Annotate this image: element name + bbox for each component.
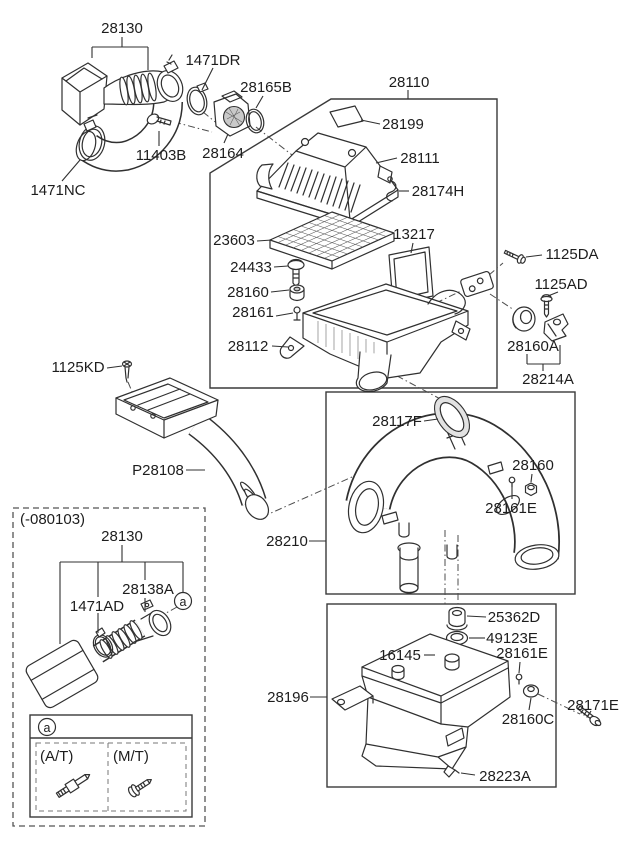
group-boxes xyxy=(12,98,576,827)
clamp-1471nc xyxy=(78,114,106,161)
bolt-24433 xyxy=(287,258,305,288)
clamp-1471dr xyxy=(186,82,209,116)
cap-25362d xyxy=(446,606,468,631)
callout-p28108: P28108 xyxy=(132,462,184,479)
grommet-28160 xyxy=(289,284,305,302)
resonator-small xyxy=(25,639,99,709)
callout-28214a: 28214A xyxy=(522,371,574,388)
bolt-1125da xyxy=(503,249,526,264)
bolt-1125ad xyxy=(540,294,553,318)
box-28210 xyxy=(325,391,576,595)
marker-a-circle xyxy=(173,591,193,611)
callout-28160c: 28160C xyxy=(502,711,555,728)
pin-28161 xyxy=(293,306,301,321)
callout-1125ad: 1125AD xyxy=(534,276,587,293)
callout-28161e-res: 28161E xyxy=(496,645,548,662)
marker-a: a xyxy=(180,595,187,609)
callout-28164: 28164 xyxy=(202,145,244,162)
callout-28210: 28210 xyxy=(266,533,308,550)
label-sticker-28199 xyxy=(329,105,364,128)
callout-23603: 23603 xyxy=(213,232,255,249)
grommet-28160c xyxy=(522,684,540,698)
callout-28160: 28160 xyxy=(227,284,269,301)
callout-25362d: 25362D xyxy=(488,609,541,626)
hook-28174h xyxy=(386,176,397,202)
callout-28130-bottom: 28130 xyxy=(101,528,143,545)
screw-1125kd xyxy=(121,360,133,383)
leader-lines xyxy=(59,37,592,776)
part-resonator-28196 xyxy=(331,606,602,778)
callout-16145: 16145 xyxy=(379,647,421,664)
callout-24433: 24433 xyxy=(230,259,272,276)
bracket-two-holes xyxy=(460,270,494,298)
callout-13217: 13217 xyxy=(393,226,435,243)
legend-bolt-mt xyxy=(127,779,152,798)
grommet-28160a xyxy=(512,306,536,332)
note-production-date: (-080103) xyxy=(20,511,85,528)
callout-1125da: 1125DA xyxy=(545,246,598,263)
callout-28117f: 28117F xyxy=(372,413,422,430)
clip-28223a xyxy=(443,765,460,778)
callout-28161e-duct: 28161E xyxy=(485,500,537,517)
callout-28160-duct: 28160 xyxy=(512,457,554,474)
callout-28110: 28110 xyxy=(389,74,430,91)
callout-28160a: 28160A xyxy=(507,338,559,355)
air-flow-sensor-28164 xyxy=(213,90,251,137)
callout-1471ad: 1471AD xyxy=(70,598,124,615)
bolt-28171e xyxy=(577,705,602,727)
legend-bolt-at xyxy=(55,773,91,798)
drain-pipe xyxy=(397,542,421,594)
box-28110 xyxy=(209,98,498,389)
legend-box xyxy=(29,714,193,818)
callout-28111: 28111 xyxy=(400,150,440,167)
air-filter-23603 xyxy=(269,211,395,270)
legend-mt-label: (M/T) xyxy=(113,748,149,765)
inlet-seal-28117f xyxy=(433,395,471,439)
callout-1125kd: 1125KD xyxy=(51,359,104,376)
callout-28199: 28199 xyxy=(382,116,424,133)
air-cleaner-body-28112 xyxy=(279,283,471,393)
part-air-duct-28210 xyxy=(345,395,560,594)
pin-28161e-res xyxy=(515,673,523,685)
legend-marker-a: a xyxy=(44,721,51,735)
nut-28160-duct xyxy=(524,482,538,497)
callout-28112: 28112 xyxy=(228,338,269,355)
part-early-hose-28130 xyxy=(25,591,193,709)
box-early-production xyxy=(12,507,206,827)
callout-28138a: 28138A xyxy=(122,581,174,598)
part-air-duct-p28108 xyxy=(115,360,270,520)
callout-labels: 28130 1471DR 28165B 11403B 28164 1471NC … xyxy=(20,20,619,785)
callout-28161: 28161 xyxy=(232,304,274,321)
callout-28223a: 28223A xyxy=(479,768,531,785)
bracket-28214a xyxy=(543,313,569,342)
callout-28171e: 28171E xyxy=(567,697,619,714)
resonator-tank xyxy=(331,633,511,770)
part-air-intake-hose-28130 xyxy=(61,54,265,172)
callout-28165b: 28165B xyxy=(240,79,292,96)
callout-28196: 28196 xyxy=(267,689,309,706)
callout-1471dr: 1471DR xyxy=(185,52,240,69)
clamp-1471ad xyxy=(92,627,114,658)
bolt-11403b xyxy=(146,113,172,126)
part-mounting-hardware-right xyxy=(460,249,569,342)
box-28196 xyxy=(326,603,557,788)
seal-ring-28165b xyxy=(245,108,265,134)
air-cleaner-cover-28111 xyxy=(256,132,399,228)
resonator-chamber xyxy=(61,62,108,126)
callout-11403b: 11403B xyxy=(136,147,187,164)
legend-a-circle xyxy=(37,717,57,737)
callout-28174h: 28174H xyxy=(412,183,465,200)
callout-1471nc: 1471NC xyxy=(30,182,85,199)
part-air-cleaner-assy xyxy=(256,105,471,393)
legend xyxy=(29,714,193,818)
callout-49123e: 49123E xyxy=(486,630,538,647)
callout-28130-top: 28130 xyxy=(101,20,143,37)
legend-at-label: (A/T) xyxy=(40,748,73,765)
